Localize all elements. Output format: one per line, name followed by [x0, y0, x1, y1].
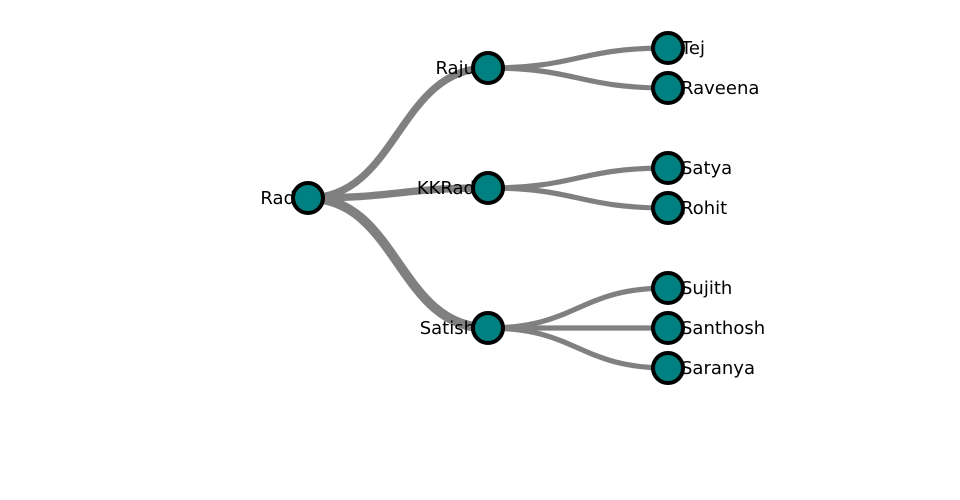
node-circle-rad[interactable]	[291, 181, 325, 215]
tree-node-sujith[interactable]: Sujith	[651, 271, 732, 305]
tree-node-saranya[interactable]: Saranya	[651, 351, 755, 385]
tree-node-santhosh[interactable]: Santhosh	[651, 311, 765, 345]
tree-node-rad[interactable]: Rad	[260, 181, 325, 215]
link-satish-to-sujith	[485, 285, 671, 331]
node-label-rad: Rad	[260, 188, 295, 209]
link-kkrad-to-rohit	[485, 185, 671, 211]
link-satish-to-saranya	[485, 325, 671, 371]
node-label-satish: Satish	[420, 318, 475, 339]
tree-node-rohit[interactable]: Rohit	[651, 191, 727, 225]
node-label-rohit: Rohit	[681, 198, 727, 219]
node-circle-raju[interactable]	[471, 51, 505, 85]
tree-node-satya[interactable]: Satya	[651, 151, 732, 185]
node-label-raveena: Raveena	[681, 78, 759, 99]
links-layer	[303, 45, 671, 371]
node-circle-santhosh[interactable]	[651, 311, 685, 345]
tree-node-satish[interactable]: Satish	[420, 311, 505, 345]
node-circle-satya[interactable]	[651, 151, 685, 185]
node-circle-saranya[interactable]	[651, 351, 685, 385]
link-rad-to-kkrad	[304, 184, 492, 202]
link-rad-to-raju	[304, 64, 492, 202]
node-label-raju: Raju	[435, 58, 475, 79]
node-circle-kkrad[interactable]	[471, 171, 505, 205]
link-raju-to-tej	[485, 45, 671, 71]
node-circle-tej[interactable]	[651, 31, 685, 65]
link-raju-to-raveena	[485, 65, 671, 91]
node-label-sujith: Sujith	[681, 278, 732, 299]
node-label-santhosh: Santhosh	[681, 318, 765, 339]
node-circle-satish[interactable]	[471, 311, 505, 345]
link-kkrad-to-satya	[485, 165, 671, 191]
node-label-kkrad: KKRad	[417, 178, 475, 199]
tree-node-raveena[interactable]: Raveena	[651, 71, 759, 105]
node-label-tej: Tej	[680, 38, 705, 59]
tree-node-tej[interactable]: Tej	[651, 31, 705, 65]
tree-node-raju[interactable]: Raju	[435, 51, 505, 85]
node-circle-rohit[interactable]	[651, 191, 685, 225]
tree-node-kkrad[interactable]: KKRad	[417, 171, 505, 205]
link-rad-to-satish	[303, 193, 493, 333]
node-label-saranya: Saranya	[681, 358, 755, 379]
node-label-satya: Satya	[681, 158, 732, 179]
node-circle-sujith[interactable]	[651, 271, 685, 305]
node-circle-raveena[interactable]	[651, 71, 685, 105]
